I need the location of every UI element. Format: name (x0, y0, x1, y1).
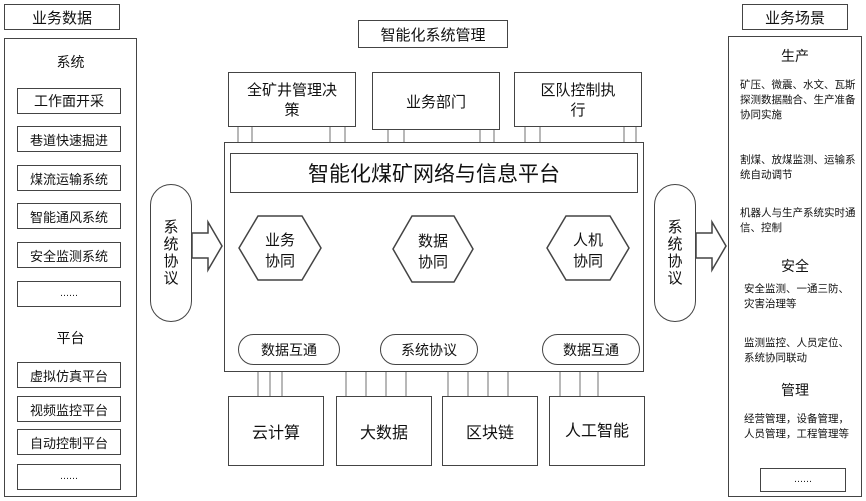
top-box-team: 区队控制执行 (514, 72, 642, 127)
system-title: 系统 (4, 52, 137, 72)
right-arrow (695, 219, 727, 273)
hex-data-label: 数据协同 (417, 232, 448, 271)
platform-title-label: 智能化煤矿网络与信息平台 (308, 162, 560, 186)
system-item-6: …… (17, 281, 121, 307)
right-ellipsis-box: …… (760, 468, 846, 492)
oval-data-interop-right: 数据互通 (542, 334, 640, 365)
platform-title-box: 智能化煤矿网络与信息平台 (230, 153, 638, 193)
system-item-label: 智能通风系统 (29, 210, 108, 226)
tech-box-label: 大数据 (359, 423, 408, 442)
platform-item-1: 虚拟仿真平台 (17, 362, 121, 388)
right-ellipsis-label: …… (794, 475, 812, 485)
production-title-text: 生产 (781, 49, 809, 65)
system-item-5: 安全监测系统 (17, 242, 121, 268)
platform-item-label: 视频监控平台 (29, 403, 108, 419)
safety-item-2: 监测监控、人员定位、系统协同联动 (744, 337, 849, 364)
system-item-label: 煤流运输系统 (29, 172, 108, 188)
management-title-text: 管理 (781, 383, 809, 399)
tech-box-label: 区块链 (465, 423, 514, 442)
oval-data-interop-left: 数据互通 (238, 334, 340, 365)
center-header: 智能化系统管理 (358, 20, 508, 48)
management-title: 管理 (728, 380, 862, 400)
platform-title-text: 平台 (56, 331, 85, 347)
system-item-4: 智能通风系统 (17, 203, 121, 229)
top-box-department: 业务部门 (372, 72, 500, 130)
top-box-decision: 全矿井管理决策 (228, 72, 356, 127)
safety-item-1: 安全监测、一通三防、灾害治理等 (744, 283, 849, 310)
oval-label: 数据互通 (261, 342, 317, 359)
center-header-text: 智能化系统管理 (380, 25, 486, 44)
system-item-1: 工作面开采 (17, 88, 121, 114)
management-item-1: 经营管理，设备管理，人员管理，工程管理等 (744, 413, 849, 440)
safety-title-text: 安全 (781, 259, 809, 275)
system-item-label: 工作面开采 (34, 94, 104, 110)
right-header-text: 业务场景 (764, 8, 825, 27)
platform-title: 平台 (4, 328, 137, 348)
production-item-3: 机器人与生产系统实时通信、控制 (740, 207, 856, 234)
left-protocol-label: 系统协议 (161, 219, 180, 287)
top-connectors (237, 127, 637, 142)
system-item-label: …… (60, 289, 78, 299)
bottom-connectors (257, 372, 599, 396)
system-item-3: 煤流运输系统 (17, 165, 121, 191)
tech-box-label: 人工智能 (564, 421, 629, 440)
tech-box-blockchain: 区块链 (442, 396, 538, 466)
hex-human-machine-label: 人机协同 (572, 231, 603, 270)
platform-item-label: 虚拟仿真平台 (29, 369, 108, 385)
platform-item-label: …… (60, 472, 78, 482)
hex-business (238, 215, 322, 281)
oval-label: 系统协议 (401, 342, 457, 359)
top-box-label: 全矿井管理决策 (246, 80, 337, 119)
production-title: 生产 (728, 46, 862, 66)
platform-item-4: …… (17, 464, 121, 490)
right-header: 业务场景 (742, 4, 848, 30)
right-protocol-oval: 系统协议 (654, 184, 696, 322)
top-box-label: 业务部门 (405, 92, 466, 111)
oval-system-protocol: 系统协议 (380, 334, 478, 365)
left-header: 业务数据 (4, 4, 120, 30)
hex-human-machine (546, 215, 630, 281)
left-header-text: 业务数据 (31, 8, 92, 27)
system-item-label: 巷道快速掘进 (29, 133, 108, 149)
platform-item-3: 自动控制平台 (17, 429, 121, 455)
left-protocol-oval: 系统协议 (150, 184, 192, 322)
safety-title: 安全 (728, 256, 862, 276)
top-box-label: 区队控制执行 (540, 80, 616, 119)
right-protocol-label: 系统协议 (665, 219, 684, 287)
system-title-text: 系统 (56, 55, 85, 71)
tech-box-cloud: 云计算 (228, 396, 324, 466)
production-item-2: 割煤、放煤监测、运输系统自动调节 (740, 154, 856, 181)
left-arrow (191, 219, 223, 273)
right-panel (728, 36, 862, 497)
oval-label: 数据互通 (563, 342, 619, 359)
tech-box-label: 云计算 (251, 423, 300, 442)
tech-box-ai: 人工智能 (549, 396, 645, 466)
hex-business-label: 业务协同 (264, 231, 295, 270)
production-item-1: 矿压、微震、水文、瓦斯探测数据融合、生产准备协同实施 (740, 79, 856, 121)
tech-box-bigdata: 大数据 (336, 396, 432, 466)
system-item-label: 安全监测系统 (29, 249, 108, 265)
platform-item-2: 视频监控平台 (17, 396, 121, 422)
platform-item-label: 自动控制平台 (29, 436, 108, 452)
system-item-2: 巷道快速掘进 (17, 126, 121, 152)
hex-data (392, 215, 474, 283)
